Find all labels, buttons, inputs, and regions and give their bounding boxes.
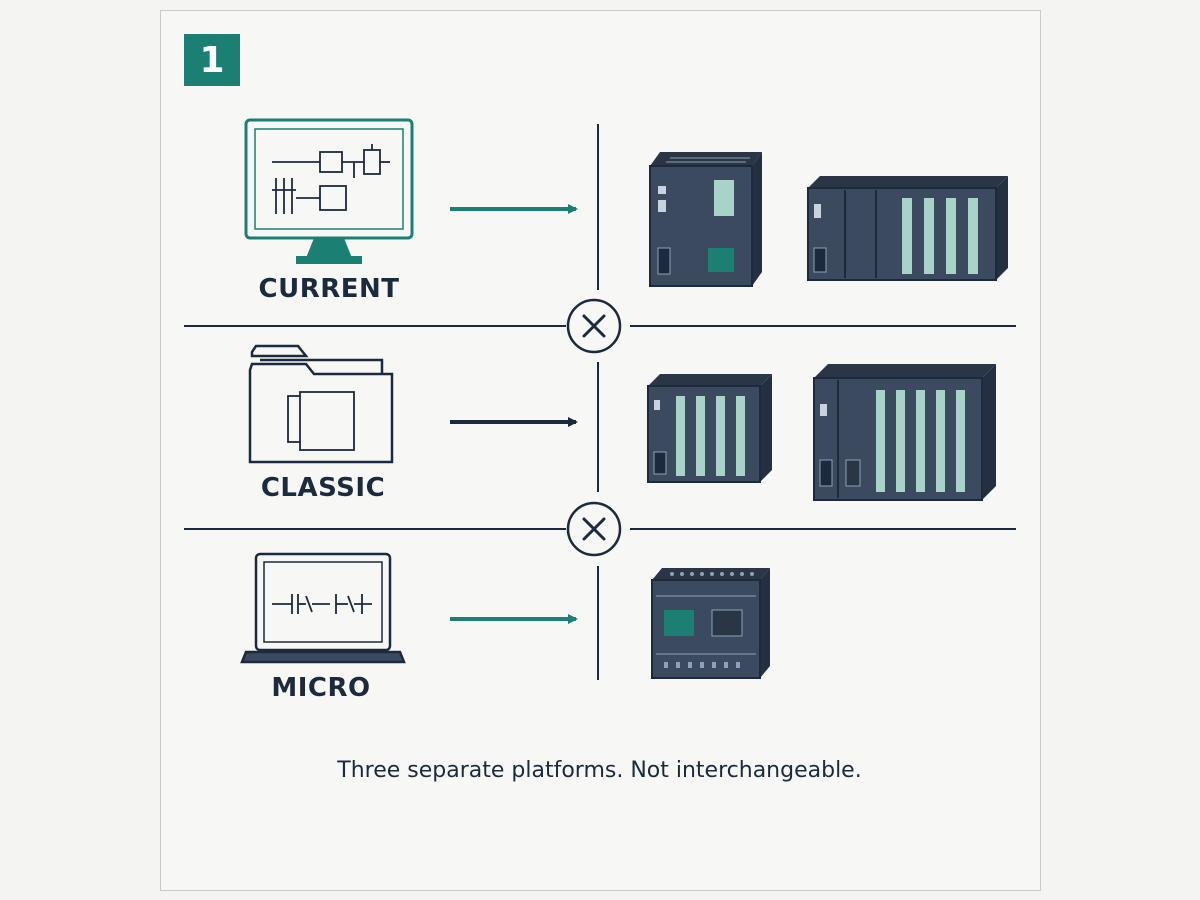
row-label-micro: MICRO xyxy=(271,673,371,703)
x-circle-icon xyxy=(566,501,622,557)
monitor-icon xyxy=(244,118,414,264)
step-badge: 1 xyxy=(184,34,240,86)
plc-rack-icon xyxy=(807,176,1008,281)
folder-icon xyxy=(248,344,394,464)
row-label-current: CURRENT xyxy=(258,274,400,304)
footer-caption: Three separate platforms. Not interchang… xyxy=(337,758,862,783)
x-circle-icon xyxy=(566,298,622,354)
plc-rack-icon xyxy=(813,364,996,501)
plc-cpu-icon xyxy=(649,152,762,287)
row-label-classic: CLASSIC xyxy=(260,473,386,503)
laptop-icon xyxy=(240,552,406,664)
micro-plc-icon xyxy=(651,568,770,679)
plc-rack-icon xyxy=(647,374,772,483)
